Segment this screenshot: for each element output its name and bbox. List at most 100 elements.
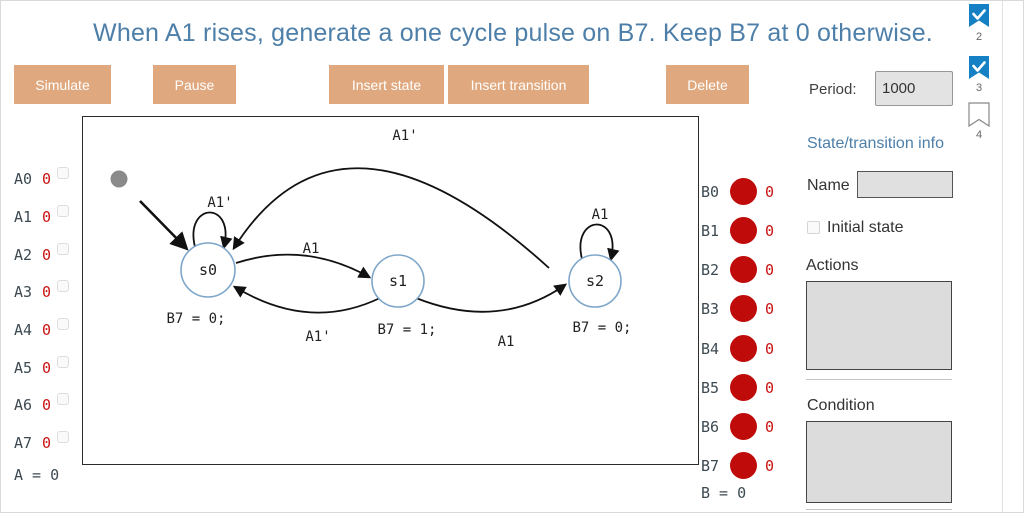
state-action-label: B7 = 0; — [572, 320, 631, 336]
output-row: B6 0 — [699, 413, 799, 440]
state-name-label: s2 — [586, 272, 604, 290]
input-label: A5 — [14, 359, 33, 377]
initial-state-label: Initial state — [827, 219, 904, 236]
transition-label: A1 — [498, 334, 515, 350]
badge-number: 3 — [975, 82, 983, 94]
input-value: 0 — [42, 246, 52, 264]
state-s1[interactable] — [371, 254, 425, 308]
transition-s2-self[interactable] — [579, 223, 620, 262]
input-toggle-checkbox[interactable] — [57, 318, 69, 330]
output-row: B3 0 — [699, 295, 799, 322]
actions-textarea[interactable] — [806, 281, 952, 370]
input-row: A5 0 — [1, 356, 81, 378]
transition-s1-to-s0[interactable] — [232, 285, 381, 314]
input-label: A0 — [14, 170, 33, 188]
fsm-canvas[interactable]: s0 s1 s2 B7 = 0; B7 = 1; B7 = 0; A1' A1 … — [82, 116, 699, 465]
input-label: A7 — [14, 434, 33, 452]
transition-s2-to-s0[interactable] — [232, 167, 550, 269]
transition-s1-to-s2[interactable] — [415, 283, 568, 313]
input-toggle-checkbox[interactable] — [57, 431, 69, 443]
panel-heading: State/transition info — [807, 135, 944, 152]
state-name-label: s1 — [389, 272, 407, 290]
output-row: B0 0 — [699, 178, 799, 205]
check-badge-2[interactable] — [968, 3, 990, 31]
output-value: 0 — [765, 457, 775, 475]
input-row: A1 0 — [1, 205, 81, 227]
input-value: 0 — [42, 359, 52, 377]
name-label: Name — [807, 177, 850, 194]
state-s0[interactable] — [180, 242, 236, 298]
output-label: B2 — [701, 261, 720, 279]
delete-button[interactable]: Delete — [666, 65, 749, 104]
input-toggle-checkbox[interactable] — [57, 167, 69, 179]
badge-number: 2 — [975, 31, 983, 43]
transition-start-to-s0[interactable] — [139, 200, 189, 251]
led-indicator — [730, 217, 757, 244]
initial-state-checkbox[interactable] — [807, 221, 820, 234]
led-indicator — [730, 452, 757, 479]
name-input[interactable] — [857, 171, 953, 198]
check-badge-3[interactable] — [968, 55, 990, 83]
insert-state-button[interactable]: Insert state — [329, 65, 444, 104]
actions-label: Actions — [806, 257, 859, 274]
transition-label: A1' — [207, 195, 232, 211]
empty-badge-4[interactable] — [968, 102, 990, 130]
output-label: B4 — [701, 340, 720, 358]
output-row: B2 0 — [699, 256, 799, 283]
initial-state-dot[interactable] — [110, 170, 128, 188]
simulate-button[interactable]: Simulate — [14, 65, 111, 104]
input-label: A1 — [14, 208, 33, 226]
output-label: B5 — [701, 379, 720, 397]
input-row: A6 0 — [1, 393, 81, 415]
output-row: B7 0 — [699, 452, 799, 479]
input-value: 0 — [42, 321, 52, 339]
pause-button[interactable]: Pause — [153, 65, 236, 104]
input-row: A7 0 — [1, 431, 81, 453]
input-value: 0 — [42, 208, 52, 226]
led-indicator — [730, 413, 757, 440]
output-row: B1 0 — [699, 217, 799, 244]
input-label: A3 — [14, 283, 33, 301]
insert-transition-button[interactable]: Insert transition — [448, 65, 589, 104]
output-value: 0 — [765, 379, 775, 397]
output-value: 0 — [765, 261, 775, 279]
output-label: B0 — [701, 183, 720, 201]
output-value: 0 — [765, 222, 775, 240]
transition-s0-to-s1[interactable] — [235, 253, 372, 279]
input-toggle-checkbox[interactable] — [57, 356, 69, 368]
input-row: A2 0 — [1, 243, 81, 265]
check-icon — [972, 61, 986, 72]
inputs-sum: A = 0 — [14, 466, 60, 484]
transition-label: A1 — [592, 207, 609, 223]
input-toggle-checkbox[interactable] — [57, 280, 69, 292]
output-row: B5 0 — [699, 374, 799, 401]
condition-label: Condition — [807, 397, 875, 414]
input-value: 0 — [42, 170, 52, 188]
output-value: 0 — [765, 340, 775, 358]
transition-s0-self[interactable] — [192, 211, 233, 250]
input-label: A2 — [14, 246, 33, 264]
output-label: B1 — [701, 222, 720, 240]
output-label: B7 — [701, 457, 720, 475]
input-toggle-checkbox[interactable] — [57, 393, 69, 405]
period-input[interactable] — [875, 71, 953, 106]
led-indicator — [730, 374, 757, 401]
input-toggle-checkbox[interactable] — [57, 205, 69, 217]
state-action-label: B7 = 1; — [377, 322, 436, 338]
fsm-diagram: s0 s1 s2 B7 = 0; B7 = 1; B7 = 0; A1' A1 … — [110, 128, 632, 350]
output-value: 0 — [765, 300, 775, 318]
input-row: A3 0 — [1, 280, 81, 302]
condition-textarea[interactable] — [806, 421, 952, 503]
input-value: 0 — [42, 434, 52, 452]
led-indicator — [730, 295, 757, 322]
outputs-sum: B = 0 — [701, 484, 747, 502]
output-label: B3 — [701, 300, 720, 318]
actions-underline — [806, 379, 952, 380]
led-indicator — [730, 256, 757, 283]
input-row: A0 0 — [1, 167, 81, 189]
input-row: A4 0 — [1, 318, 81, 340]
input-toggle-checkbox[interactable] — [57, 243, 69, 255]
period-label: Period: — [809, 81, 857, 98]
state-s2[interactable] — [568, 254, 622, 308]
